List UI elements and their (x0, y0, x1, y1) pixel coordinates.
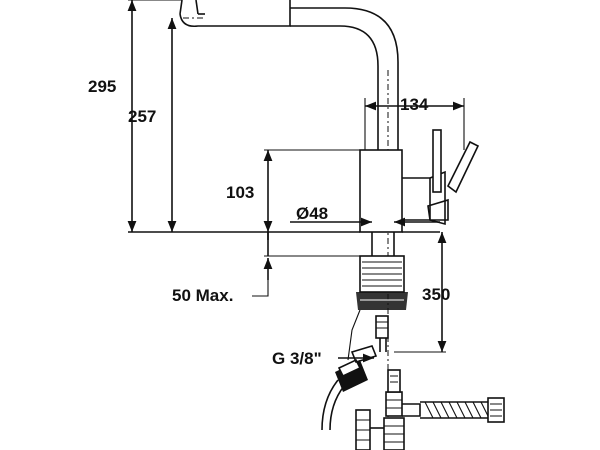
label-total-height: 295 (88, 77, 116, 96)
faucet-body (359, 149, 403, 233)
label-max-thickness: 50 Max. (172, 286, 233, 305)
label-body-diameter: Ø48 (296, 204, 328, 223)
label-spout-reach: 134 (400, 95, 429, 114)
faucet-outline (179, 0, 480, 440)
t-connector (385, 391, 403, 417)
label-spout-height: 257 (128, 107, 156, 126)
inlet-fitting (375, 315, 389, 339)
dimension-lines (127, 0, 465, 363)
lever-handle (432, 129, 442, 193)
hose-assembly (321, 345, 505, 450)
label-hose-length: 350 (422, 285, 450, 304)
label-connection-thread: G 3/8" (272, 349, 322, 368)
dimension-labels: 295 257 134 103 Ø48 50 Max. 350 G 3/8" (88, 77, 450, 368)
label-lever-height: 103 (226, 183, 254, 202)
